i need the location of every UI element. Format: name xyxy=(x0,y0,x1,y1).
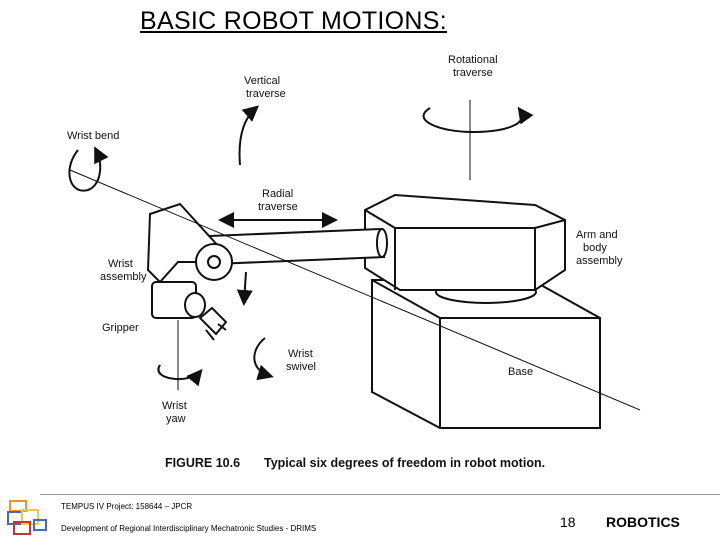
label-rotational-2: traverse xyxy=(453,67,493,79)
page-number: 18 xyxy=(560,514,576,530)
arm-body-block xyxy=(364,193,566,291)
footer-project: TEMPUS IV Project: 158644 – JPCR xyxy=(61,502,193,511)
robot-motion-diagram: Rotational traverse Vertical traverse Wr… xyxy=(67,54,641,470)
label-radial-2: traverse xyxy=(258,201,298,213)
gripper-shape xyxy=(198,306,228,341)
slide-title: BASIC ROBOT MOTIONS: xyxy=(140,7,447,35)
vertical-traverse-arrow xyxy=(238,105,260,166)
course-name: ROBOTICS xyxy=(606,514,680,530)
label-wrist-yaw-2: yaw xyxy=(166,413,186,425)
label-arm-body-2: body xyxy=(583,242,607,254)
label-wrist-assembly-2: assembly xyxy=(100,271,147,283)
label-rotational-1: Rotational xyxy=(448,54,498,66)
radial-arm xyxy=(208,227,388,266)
rotational-traverse-arrow xyxy=(422,106,534,134)
figure-caption-label: FIGURE 10.6 xyxy=(165,456,240,470)
base-block xyxy=(371,279,601,429)
drims-logo-icon xyxy=(7,500,47,535)
label-arm-body-1: Arm and xyxy=(576,229,618,241)
label-arm-body-3: assembly xyxy=(576,255,623,267)
wrist-assembly-shape xyxy=(146,202,233,319)
label-wrist-bend: Wrist bend xyxy=(67,130,119,142)
label-base: Base xyxy=(508,366,533,378)
wrist-yaw-arrow xyxy=(157,364,203,387)
label-radial-1: Radial xyxy=(262,188,293,200)
wrist-bend-arrow xyxy=(68,146,109,192)
label-wrist-swivel-1: Wrist xyxy=(288,348,313,360)
label-vertical-2: traverse xyxy=(246,88,286,100)
figure-caption-text: Typical six degrees of freedom in robot … xyxy=(264,456,545,470)
label-wrist-swivel-2: swivel xyxy=(286,361,316,373)
wrist-swivel-arrow xyxy=(236,271,274,381)
footer-rule xyxy=(40,494,720,495)
label-wrist-yaw-1: Wrist xyxy=(162,400,187,412)
footer-program: Development of Regional Interdisciplinar… xyxy=(61,524,317,533)
label-wrist-assembly-1: Wrist xyxy=(108,258,133,270)
label-gripper: Gripper xyxy=(102,322,139,334)
label-vertical-1: Vertical xyxy=(244,75,280,87)
arm-axis-line xyxy=(69,169,641,411)
